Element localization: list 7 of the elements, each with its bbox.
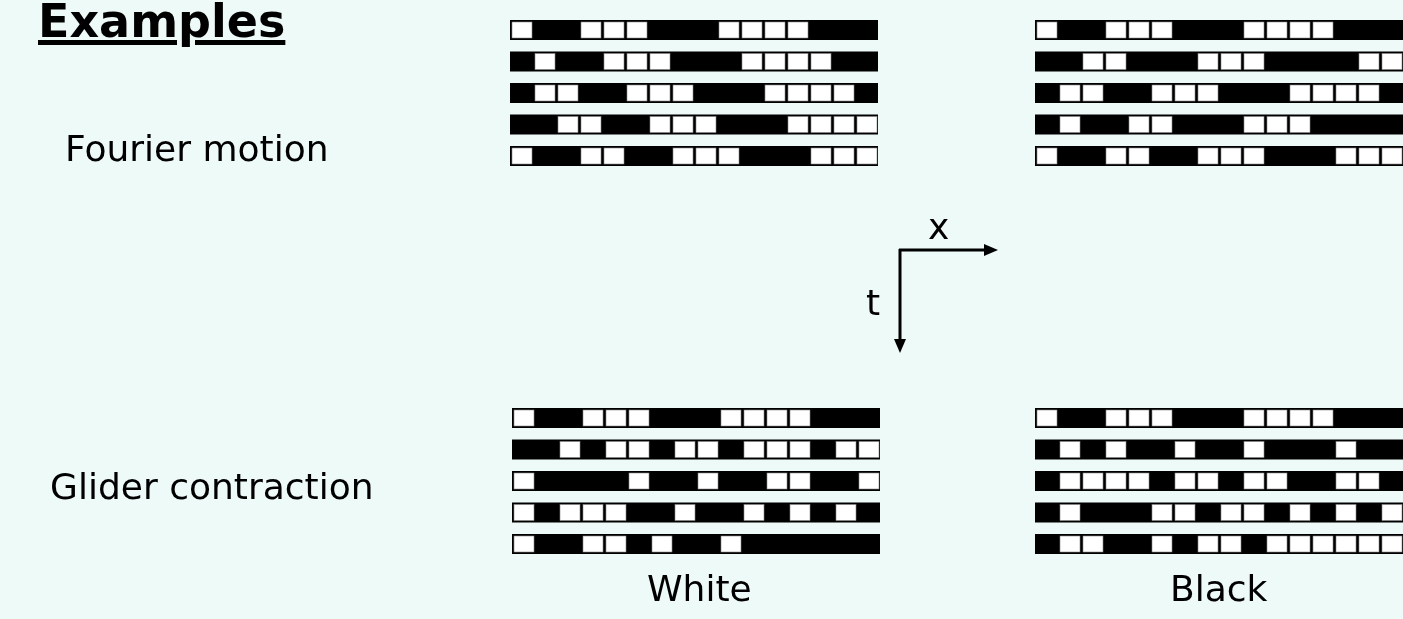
axis-label: x bbox=[928, 206, 950, 247]
row-label: Fourier motion bbox=[65, 128, 329, 169]
axis-label: t bbox=[866, 282, 881, 323]
row-label: Glider contraction bbox=[50, 466, 374, 507]
column-label: White bbox=[647, 568, 752, 609]
heading: Examples bbox=[38, 0, 286, 48]
column-label: Black bbox=[1170, 568, 1268, 609]
